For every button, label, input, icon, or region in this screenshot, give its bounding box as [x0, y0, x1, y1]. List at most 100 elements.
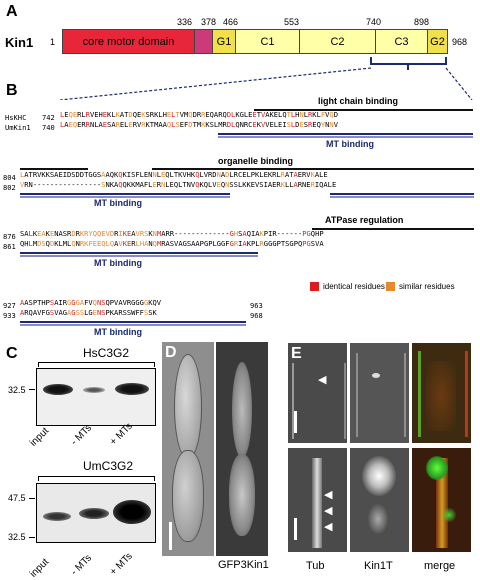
- hs-num-4: 927: [3, 301, 16, 310]
- tick-553: 553: [284, 17, 300, 27]
- e-tub-top: E ◀: [288, 343, 347, 443]
- e-kin1-top: [350, 343, 409, 443]
- um-seq-2: VRN----------------SNKAQQKKMAFLERNLEQLTN…: [20, 180, 337, 189]
- hs-marker-tick: [29, 389, 35, 390]
- hs-lane-input: input: [28, 425, 52, 449]
- mt-bar-1-light: [218, 136, 473, 138]
- organelle-binding-heading: organelle binding: [218, 156, 294, 166]
- dic-cell-upper: [174, 354, 202, 460]
- similar-swatch: [386, 282, 395, 291]
- um-seq-4: ARQAVFGSVAGAGSSLGENSPKARSSWFFSSK: [20, 308, 157, 317]
- atpase-bar: [312, 228, 474, 230]
- e-tub-bottom: ◀ ◀ ◀: [288, 448, 347, 552]
- protein-name: Kin1: [5, 35, 34, 50]
- um-marker-32-tick: [29, 537, 35, 538]
- organelle-bar-left: [20, 168, 88, 170]
- c2-domain: C2: [300, 30, 376, 53]
- hs-band-minus: [83, 387, 105, 393]
- c1-domain: C1: [236, 30, 300, 53]
- tub-arrowhead-3: ◀: [324, 521, 333, 533]
- e-scale-bar-bottom: [294, 518, 297, 540]
- c3-domain: C3: [376, 30, 428, 53]
- hs-seq-2: LATRVKKSAEIDSDDTGGSAAQKQKISFLENNLEQLTKVH…: [20, 170, 328, 179]
- light-chain-binding-heading: light chain binding: [318, 96, 398, 106]
- hs-num-3: 876: [3, 232, 16, 241]
- um-num-2: 802: [3, 183, 16, 192]
- mt-binding-3: MT binding: [94, 258, 142, 268]
- zoom-connector: [59, 57, 473, 100]
- hs-marker: 32.5: [8, 385, 26, 395]
- um-band-input: [43, 512, 71, 521]
- hs-label: HsKHC: [5, 113, 27, 122]
- hs-end-4: 963: [250, 301, 263, 310]
- atpase-regulation-heading: ATPase regulation: [325, 215, 404, 225]
- dic-scale-bar: [169, 522, 172, 550]
- um-blot: [36, 483, 156, 543]
- core-motor-domain: core motor domain: [63, 30, 195, 53]
- mt-bar-1-dark: [218, 133, 473, 135]
- tick-378: 378: [201, 17, 217, 27]
- panel-a-label: A: [6, 3, 18, 20]
- um-label: UmKin1: [5, 123, 31, 132]
- hs-num-1: 742: [42, 113, 55, 122]
- organelle-bar-right: [152, 168, 474, 170]
- hs-blot-title: HsC3G2: [83, 346, 130, 360]
- hs-band-input: [43, 384, 73, 395]
- e-col-kin1t: Kin1T: [364, 560, 393, 572]
- linker-domain: [195, 30, 213, 53]
- domain-bar: core motor domain G1 C1 C2 C3 G2: [62, 29, 448, 54]
- mt-binding-4: MT binding: [94, 327, 142, 337]
- mt-binding-2: MT binding: [94, 198, 142, 208]
- um-marker-47-tick: [29, 498, 35, 499]
- mt-binding-1: MT binding: [326, 139, 374, 149]
- identical-label: identical residues: [323, 282, 385, 291]
- e-col-tub: Tub: [306, 560, 325, 572]
- domain-start: 1: [50, 37, 56, 47]
- mt-bar-3-light: [20, 255, 258, 257]
- light-chain-bar: [254, 109, 473, 111]
- um-end-4: 968: [250, 311, 263, 320]
- um-lane-input: input: [28, 556, 52, 580]
- mt-bar-4-light: [20, 324, 246, 326]
- um-num-1: 740: [42, 123, 55, 132]
- um-marker-47: 47.5: [8, 493, 26, 503]
- mt-bar-2-dark-right: [330, 193, 474, 195]
- panel-d-label: D: [165, 344, 177, 361]
- mt-bar-2-light-left: [20, 196, 230, 198]
- tick-466: 466: [223, 17, 239, 27]
- tub-arrowhead: ◀: [318, 374, 327, 386]
- tub-arrowhead-2: ◀: [324, 505, 333, 517]
- mt-bar-3-dark: [20, 252, 258, 254]
- panel-d-gfp: [216, 342, 268, 556]
- mt-bar-2-light-right: [330, 196, 474, 198]
- g2-domain: G2: [428, 30, 447, 53]
- um-marker-32: 32.5: [8, 532, 26, 542]
- tick-740: 740: [366, 17, 382, 27]
- hs-blot-bracket: [38, 362, 155, 367]
- um-band-minus: [79, 508, 109, 519]
- dic-cell-lower: [172, 450, 204, 542]
- mt-bar-4-dark: [20, 321, 246, 323]
- hs-seq-1: LEQERLRVEHEKLKATDQEKSRKLHELTVMQDRREQARQD…: [60, 110, 338, 119]
- hs-seq-4: AASPTHPSAIRGGGAFVQNSQPVAVRGGGGKQV: [20, 298, 162, 307]
- gfp-cell-upper: [232, 362, 252, 458]
- hs-lane-minus: - MTs: [69, 422, 95, 448]
- e-col-merge: merge: [424, 560, 456, 572]
- tick-336: 336: [177, 17, 193, 27]
- panel-d-dic: D: [162, 342, 214, 556]
- e-scale-bar-top: [294, 411, 297, 433]
- um-band-plus: [113, 500, 151, 524]
- hs-seq-3: SALKEAKENASRDRKRYQQEVDRIKEAVRSKNMARR----…: [20, 229, 324, 238]
- mt-bar-2-dark-left: [20, 193, 230, 195]
- gfp-cell-lower: [229, 454, 255, 536]
- panel-c-label: C: [6, 345, 18, 362]
- um-seq-3: QHLMDSQDKLMLQNRKFEEQLQAVKERLHANQMRASVAGS…: [20, 239, 324, 248]
- um-blot-bracket: [38, 476, 155, 481]
- gfp-caption: GFP3Kin1: [218, 559, 269, 571]
- panel-b-label: B: [6, 82, 18, 99]
- tick-898: 898: [414, 17, 430, 27]
- similar-label: similar residues: [399, 282, 455, 291]
- tub-arrowhead-1: ◀: [324, 489, 333, 501]
- hs-blot: [36, 368, 156, 426]
- e-kin1-bottom: [350, 448, 409, 552]
